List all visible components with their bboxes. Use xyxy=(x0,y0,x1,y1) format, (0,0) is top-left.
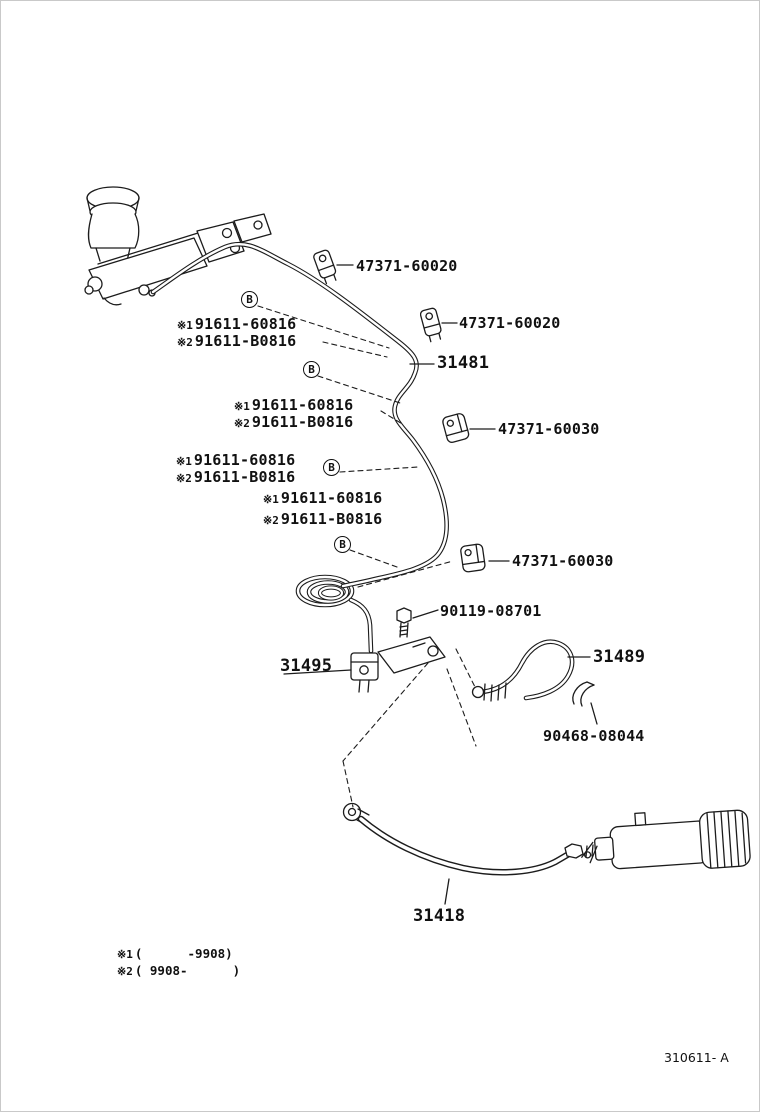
legend-range: ( -9908) xyxy=(134,946,233,961)
dashed-reference-lines xyxy=(257,305,477,808)
footnote-marker: ※1 xyxy=(263,493,279,506)
callout-b-2: B xyxy=(303,361,320,378)
part-label-47371-60020-1: 47371-60020 xyxy=(356,257,458,275)
flexible-hose-31418-art xyxy=(342,802,606,876)
clutch-master-cylinder xyxy=(84,186,272,306)
footnote-marker: ※2 xyxy=(263,514,279,527)
footnote-marker: ※1 xyxy=(176,455,192,468)
clamp-47371-60020-icon-2 xyxy=(419,307,442,343)
legend-range: ( 9908- ) xyxy=(134,963,241,978)
clamp-47371-60020-icon-1 xyxy=(313,249,337,285)
union-bolt-90119-08701-icon xyxy=(396,607,412,638)
part-label-31489: 31489 xyxy=(593,647,646,667)
part-number: 91611-B0816 xyxy=(280,510,383,528)
part-number: 91611-60816 xyxy=(251,396,354,414)
footnote-legend: ※1( -9908) ※2( 9908- ) xyxy=(117,945,240,979)
drawing-code: 310611- A xyxy=(664,1050,729,1065)
part-number: 91611-B0816 xyxy=(194,332,297,350)
part-label-31481: 31481 xyxy=(437,353,490,373)
footnote-marker: ※1 xyxy=(117,948,133,961)
footnote-marker: ※2 xyxy=(117,965,133,978)
part-label-47371-60030-1: 47371-60030 xyxy=(498,420,600,438)
callout-b-1: B xyxy=(241,291,258,308)
part-label-31495: 31495 xyxy=(280,656,333,676)
leader-lines xyxy=(283,264,598,905)
clamp-47371-60030-icon-1 xyxy=(442,413,470,443)
part-number: 91611-60816 xyxy=(280,489,383,507)
clutch-release-cylinder xyxy=(581,809,751,870)
clutch-tube-31481-art xyxy=(150,241,449,654)
part-label-31418: 31418 xyxy=(413,906,466,926)
part-label-47371-60030-2: 47371-60030 xyxy=(512,552,614,570)
footnote-marker: ※2 xyxy=(177,336,193,349)
clamp-47371-60030-icon-2 xyxy=(460,543,486,573)
footnote-marker: ※2 xyxy=(234,417,250,430)
part-number: 91611-B0816 xyxy=(193,468,296,486)
part-number: 91611-60816 xyxy=(194,315,297,333)
part-number: 91611-B0816 xyxy=(251,413,354,431)
part-label-90119-08701: 90119-08701 xyxy=(440,602,542,620)
clip-90468-08044-icon xyxy=(572,681,595,707)
damper-31495-icon xyxy=(350,636,446,693)
footnote-marker: ※2 xyxy=(176,472,192,485)
part-label-90468-08044: 90468-08044 xyxy=(543,727,645,745)
part-label-47371-60020-2: 47371-60020 xyxy=(459,314,561,332)
clutch-tube-31489-art xyxy=(471,639,575,702)
footnote-marker: ※1 xyxy=(234,400,250,413)
part-number: 91611-60816 xyxy=(193,451,296,469)
legend-line-2: ※2( 9908- ) xyxy=(117,962,240,979)
callout-b-4: B xyxy=(334,536,351,553)
callout-b-3: B xyxy=(323,459,340,476)
legend-line-1: ※1( -9908) xyxy=(117,945,240,962)
footnote-marker: ※1 xyxy=(177,319,193,332)
